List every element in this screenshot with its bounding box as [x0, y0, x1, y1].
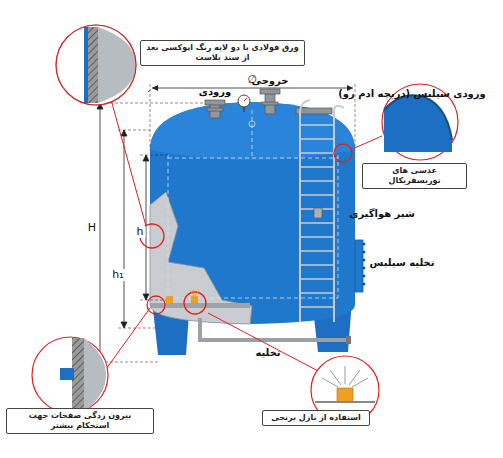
callout-box: عدسی های توریسفریکال: [362, 163, 467, 189]
callout-box: ورق فولادی با دو لایه رنگ اپوکسی بعد از …: [140, 40, 305, 66]
callout-text: استفاده از نازل برنجی: [268, 413, 364, 423]
callout-box: بیرون زدگی صفحات جهت استحکام بیشتر: [6, 408, 154, 434]
part-label: تخلیه: [255, 347, 280, 358]
dimension-label: h₁: [110, 269, 125, 281]
callout-text: ورق فولادی با دو لایه رنگ اپوکسی بعد از …: [146, 43, 299, 63]
part-label: ورودی سیلیس (دریچه ادم رو): [338, 88, 486, 99]
pipe-label: ورودی: [199, 86, 232, 97]
dimension-label: h: [135, 226, 146, 238]
callout-text: عدسی های توریسفریکال: [368, 166, 461, 186]
part-label: شیر هواگیری: [349, 208, 415, 219]
part-label: تخلیه سیلیس: [370, 257, 435, 268]
dimension-label: H: [86, 222, 98, 234]
pipe-label: خروجی: [252, 75, 289, 86]
callout-box: استفاده از نازل برنجی: [262, 410, 370, 426]
callout-text: بیرون زدگی صفحات جهت استحکام بیشتر: [12, 411, 148, 431]
